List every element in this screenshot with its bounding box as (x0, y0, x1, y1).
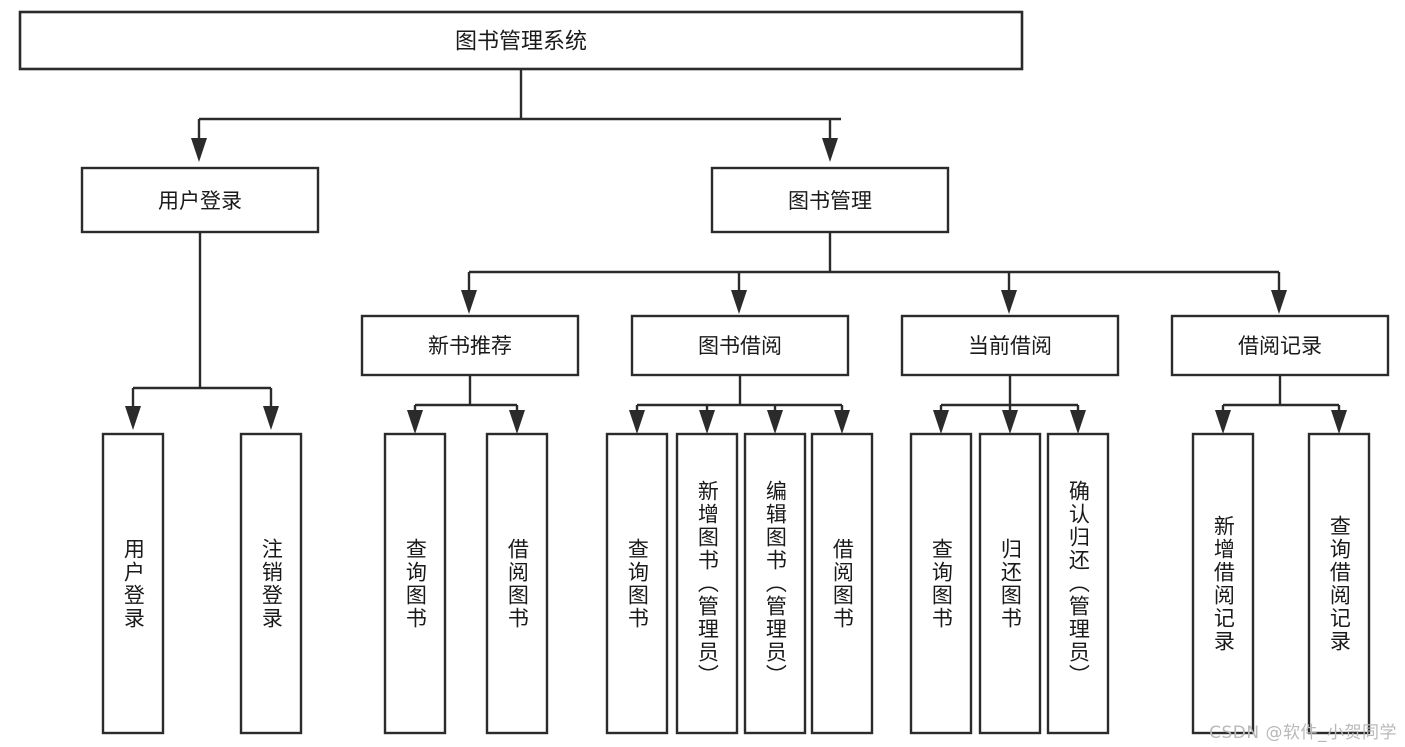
arrow-head-icon (263, 406, 279, 430)
leaf-box-confirm-return[interactable] (1046, 432, 1110, 735)
leaf-box-query-book-3[interactable] (909, 432, 973, 735)
csdn-watermark: CSDN @软件_小贺同学 (1209, 723, 1397, 743)
connector-borrow-record-to-leaves (1215, 375, 1347, 434)
connector-new-book-recommend-to-leaves (407, 375, 525, 434)
arrow-head-icon (699, 410, 715, 434)
arrow-head-icon (407, 410, 423, 434)
arrow-head-icon (461, 290, 477, 314)
arrow-head-icon (1331, 410, 1347, 434)
user-login-label: 用户登录 (158, 189, 242, 213)
arrow-head-icon (1271, 290, 1287, 314)
arrow-head-icon (509, 410, 525, 434)
leaf-box-edit-book[interactable] (743, 432, 807, 735)
node-root[interactable]: 图书管理系统 (18, 10, 1024, 71)
leaf-box-query-book-1[interactable] (383, 432, 447, 735)
book-borrow-label: 图书借阅 (698, 334, 782, 358)
current-borrow-label: 当前借阅 (968, 334, 1052, 358)
borrow-record-label: 借阅记录 (1238, 334, 1322, 358)
connector-book-borrow-to-leaves (629, 375, 850, 434)
node-current-borrow[interactable]: 当前借阅 (900, 314, 1120, 377)
node-book-borrow[interactable]: 图书借阅 (630, 314, 850, 377)
leaf-box-user-login[interactable] (101, 432, 165, 735)
leaf-box-borrow-book-1[interactable] (485, 432, 549, 735)
arrow-head-icon (731, 290, 747, 314)
root-label: 图书管理系统 (455, 30, 587, 55)
node-new-book-recommend[interactable]: 新书推荐 (360, 314, 580, 377)
leaf-box-query-record[interactable] (1307, 432, 1371, 735)
new-book-recommend-box (360, 314, 580, 377)
leaf-box-add-record[interactable] (1191, 432, 1255, 735)
leaf-boxes-group (101, 432, 1371, 735)
connector-current-borrow-to-leaves (933, 375, 1086, 434)
arrow-head-icon (1070, 410, 1086, 434)
arrow-head-icon (822, 138, 838, 162)
arrow-head-icon (191, 138, 207, 162)
leaf-box-query-book-2[interactable] (605, 432, 669, 735)
arrow-head-icon (1001, 290, 1017, 314)
connector-user-login-to-leaves (125, 232, 279, 430)
node-user-login[interactable]: 用户登录 (80, 166, 320, 234)
current-borrow-box (900, 314, 1120, 377)
node-borrow-record[interactable]: 借阅记录 (1170, 314, 1390, 377)
arrow-head-icon (834, 410, 850, 434)
leaf-box-add-book[interactable] (675, 432, 739, 735)
arrow-head-icon (125, 406, 141, 430)
leaf-box-return-book[interactable] (978, 432, 1042, 735)
arrow-head-icon (629, 410, 645, 434)
arrow-head-icon (1002, 410, 1018, 434)
new-book-recommend-label: 新书推荐 (428, 334, 512, 358)
arrow-head-icon (1215, 410, 1231, 434)
leaf-box-borrow-book-2[interactable] (810, 432, 874, 735)
leaf-box-logout-login[interactable] (239, 432, 303, 735)
arrow-head-icon (933, 410, 949, 434)
arrow-head-icon (767, 410, 783, 434)
connector-book-management-to-level2 (461, 232, 1287, 314)
connector-root-to-level1 (191, 69, 841, 162)
book-management-label: 图书管理 (788, 189, 872, 213)
node-book-management[interactable]: 图书管理 (710, 166, 950, 234)
root-box (18, 10, 1024, 71)
user-login-box (80, 166, 320, 234)
